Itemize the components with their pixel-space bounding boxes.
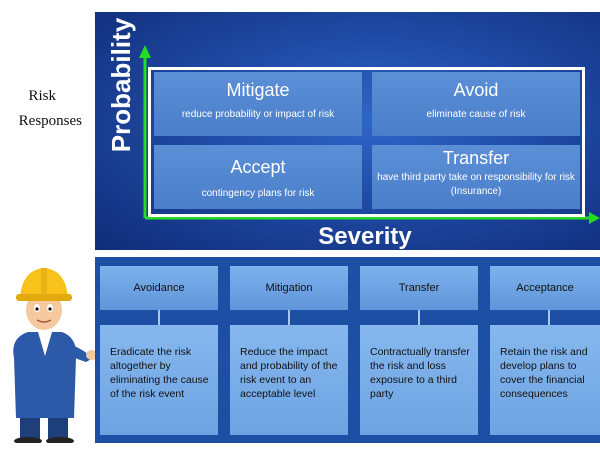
quadrant-frame	[148, 67, 585, 217]
response-description-transfer: Contractually transfer the risk and loss…	[360, 325, 478, 435]
connector-line	[418, 310, 420, 325]
quadrant-mitigate: Mitigate reduce probability or impact of…	[154, 72, 362, 136]
connector-line	[288, 310, 290, 325]
quadrant-title: Transfer	[442, 148, 510, 168]
construction-worker-figure	[13, 268, 98, 443]
quadrant-subtitle: contingency plans for risk	[201, 188, 315, 199]
quadrant-accept: Accept contingency plans for risk	[154, 145, 362, 209]
response-heading-transfer: Transfer	[360, 266, 478, 310]
response-description-acceptance: Retain the risk and develop plans to cov…	[490, 325, 600, 435]
quadrant-transfer: Transfer have third party take on respon…	[372, 145, 580, 209]
quadrant-title: Accept	[230, 157, 286, 177]
response-heading-acceptance: Acceptance	[490, 266, 600, 310]
response-heading-avoidance: Avoidance	[100, 266, 218, 310]
response-heading-mitigation: Mitigation	[230, 266, 348, 310]
quadrant-subtitle: eliminate cause of risk	[426, 109, 526, 120]
severity-axis-label: Severity	[318, 223, 412, 250]
response-description-avoidance: Eradicate the risk altogether by elimina…	[100, 325, 218, 435]
quadrant-avoid: Avoid eliminate cause of risk	[372, 72, 580, 136]
quadrant-title: Mitigate	[226, 80, 290, 100]
probability-axis-label: Probability	[106, 17, 136, 153]
title-line-1: Risk	[28, 88, 56, 104]
quadrant-subtitle: reduce probability or impact of risk	[181, 109, 335, 120]
quadrant-title: Avoid	[453, 80, 499, 100]
risk-responses-title: Risk Responses	[0, 84, 82, 134]
title-line-2: Responses	[18, 113, 82, 129]
connector-line	[548, 310, 550, 325]
connector-line	[158, 310, 160, 325]
response-description-mitigation: Reduce the impact and probability of the…	[230, 325, 348, 435]
quadrant-subtitle: have third party take on responsibility …	[377, 172, 575, 197]
